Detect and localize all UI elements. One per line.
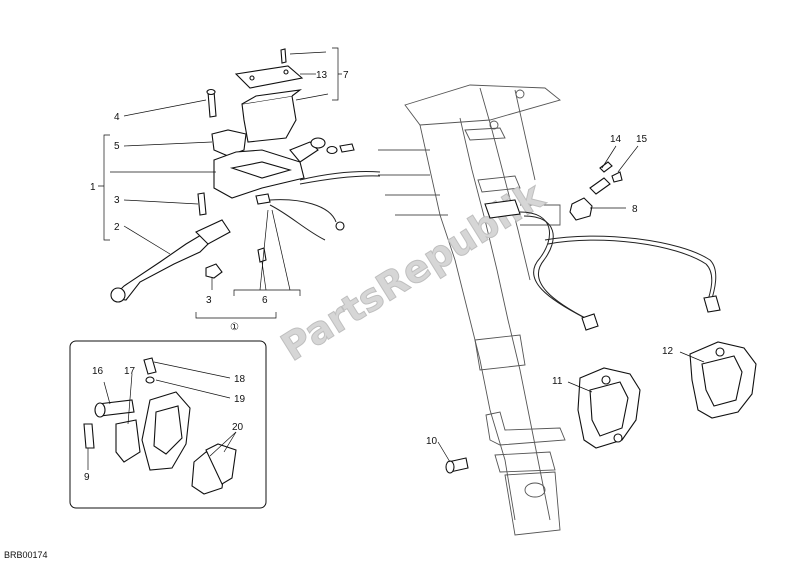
callout-12: 12 <box>662 346 674 357</box>
callout-4: 4 <box>114 112 120 123</box>
fork-brake-line-and-calipers <box>445 161 757 474</box>
callout-18: 18 <box>234 374 246 385</box>
fork-and-frame-outline <box>378 84 566 536</box>
group-marker: ① <box>230 322 239 333</box>
callout-labels: 7 13 4 5 1 3 2 3 6 ① 14 15 8 12 11 10 16… <box>84 70 674 483</box>
callout-11: 11 <box>552 376 563 387</box>
callout-8: 8 <box>632 204 638 215</box>
drawing-code: BRB00174 <box>4 550 48 560</box>
callout-15: 15 <box>636 134 648 145</box>
callout-19: 19 <box>234 394 246 405</box>
callout-5: 5 <box>114 141 120 152</box>
callout-10: 10 <box>426 436 438 447</box>
leader-lines <box>87 47 705 470</box>
callout-20: 20 <box>232 422 244 433</box>
callout-13: 13 <box>316 70 328 81</box>
callout-3-upper: 3 <box>114 195 120 206</box>
caliper-detail-inset <box>69 340 267 509</box>
callout-1: 1 <box>90 182 96 193</box>
callout-2: 2 <box>114 222 120 233</box>
callout-7: 7 <box>343 70 349 81</box>
callout-3-lower: 3 <box>206 295 212 306</box>
master-cylinder-assembly <box>110 48 381 303</box>
callout-9: 9 <box>84 472 90 483</box>
callout-16: 16 <box>92 366 104 377</box>
callout-17: 17 <box>124 366 136 377</box>
callout-6: 6 <box>262 295 268 306</box>
callout-14: 14 <box>610 134 622 145</box>
